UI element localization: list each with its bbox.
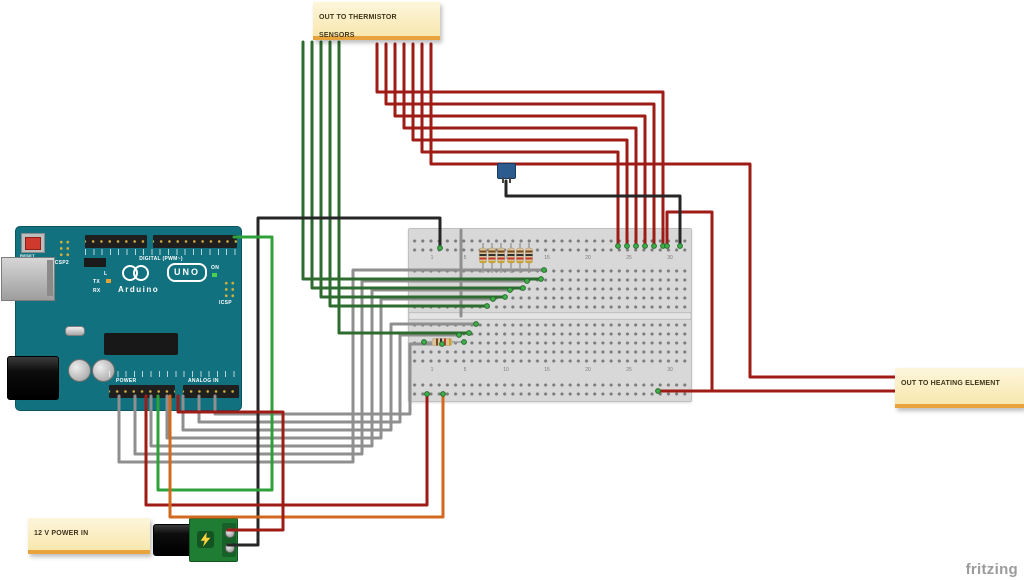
- breadboard-bottom-rail: [409, 380, 691, 399]
- lightning-box: [197, 531, 214, 548]
- usb-port-lip: [47, 260, 53, 296]
- atmega-ic-chip: [104, 333, 178, 355]
- column-number: 5: [463, 367, 467, 373]
- jack-red-wire: [176, 394, 285, 532]
- dc-power-jack[interactable]: [153, 518, 238, 562]
- component-leg: [502, 177, 504, 183]
- rx-label: RX: [93, 288, 101, 294]
- column-number: 25: [626, 367, 632, 373]
- icsp-header: [222, 279, 235, 298]
- usb-port: [1, 257, 55, 301]
- infinity-logo: [133, 265, 149, 281]
- jack-pcb: [189, 518, 238, 562]
- breadboard[interactable]: 1 5 10 15 20 25 30 1 5 10 15 20 25 30: [408, 228, 692, 402]
- note-thermistor-text: OUT TO THERMISTOR SENSORS: [319, 14, 397, 39]
- tx-label: TX: [93, 279, 100, 285]
- column-number: 15: [544, 367, 550, 373]
- analog-header: [183, 385, 239, 398]
- column-number: 25: [626, 255, 632, 261]
- column-number: 20: [585, 255, 591, 261]
- arduino-brand-text: Arduino: [118, 285, 160, 294]
- column-number: 30: [667, 367, 673, 373]
- terminal-screw: [225, 528, 235, 538]
- red-wire: [375, 42, 665, 246]
- uno-badge: UNO: [167, 263, 207, 282]
- power-orange-wire: [168, 393, 445, 519]
- tx-led: [106, 279, 111, 283]
- power-red-wire: [144, 393, 429, 507]
- reset-label: RESET: [20, 253, 35, 258]
- breadboard-center-groove: [409, 312, 691, 320]
- digital-header-label: DIGITAL (PWM~): [139, 256, 183, 262]
- arduino-uno-board[interactable]: RESET ICSP2 DIGITAL (PWM~) UNO Arduino T…: [1, 226, 242, 411]
- small-ic-chip: [84, 258, 106, 267]
- terminal-screw: [225, 543, 235, 553]
- dc-barrel-jack-onboard: [7, 356, 59, 400]
- red-wire: [420, 42, 620, 246]
- red-wire: [411, 42, 629, 246]
- red-wire: [402, 42, 638, 246]
- column-number: 5: [463, 255, 467, 261]
- crystal-oscillator: [65, 326, 85, 336]
- component-leg: [509, 177, 511, 183]
- fritzing-watermark: fritzing: [965, 561, 1018, 578]
- capacitor: [68, 359, 91, 382]
- digital-pin-labels: [85, 249, 237, 255]
- note-heating[interactable]: OUT TO HEATING ELEMENT: [895, 368, 1024, 408]
- icsp2-header: [57, 238, 70, 257]
- column-number: 30: [667, 255, 673, 261]
- icsp-label: ICSP: [219, 300, 232, 306]
- red-wire: [393, 42, 647, 246]
- breadboard-top-rail: [409, 235, 691, 257]
- note-power-in[interactable]: 12 V POWER IN: [28, 518, 150, 554]
- column-number: 10: [503, 255, 509, 261]
- note-heating-text: OUT TO HEATING ELEMENT: [901, 380, 1001, 387]
- note-power-in-text: 12 V POWER IN: [34, 530, 89, 537]
- power-header-label: POWER: [116, 378, 137, 384]
- column-number: 15: [544, 255, 550, 261]
- column-number: 20: [585, 367, 591, 373]
- column-number: 1: [430, 255, 434, 261]
- breadboard-rows-bottom: [409, 320, 691, 366]
- analog-header-label: ANALOG IN: [188, 378, 219, 384]
- digital-header-left: [85, 235, 147, 248]
- thermistor-component[interactable]: [497, 163, 516, 183]
- breadboard-rows-top: [409, 266, 691, 312]
- on-label: ON: [211, 265, 220, 271]
- red-wire: [384, 42, 656, 246]
- screw-terminal: [222, 523, 236, 557]
- note-thermistor[interactable]: OUT TO THERMISTOR SENSORS: [313, 2, 440, 40]
- lightning-icon: [200, 532, 211, 547]
- l-label: L: [104, 271, 108, 277]
- power-header: [109, 385, 175, 398]
- reset-button: [25, 237, 41, 250]
- column-number: 1: [430, 367, 434, 373]
- power-analog-pin-labels: [109, 371, 239, 377]
- icsp2-label: ICSP2: [53, 260, 69, 266]
- on-led: [212, 273, 217, 277]
- digital-header-right: [153, 235, 237, 248]
- column-number: 10: [503, 367, 509, 373]
